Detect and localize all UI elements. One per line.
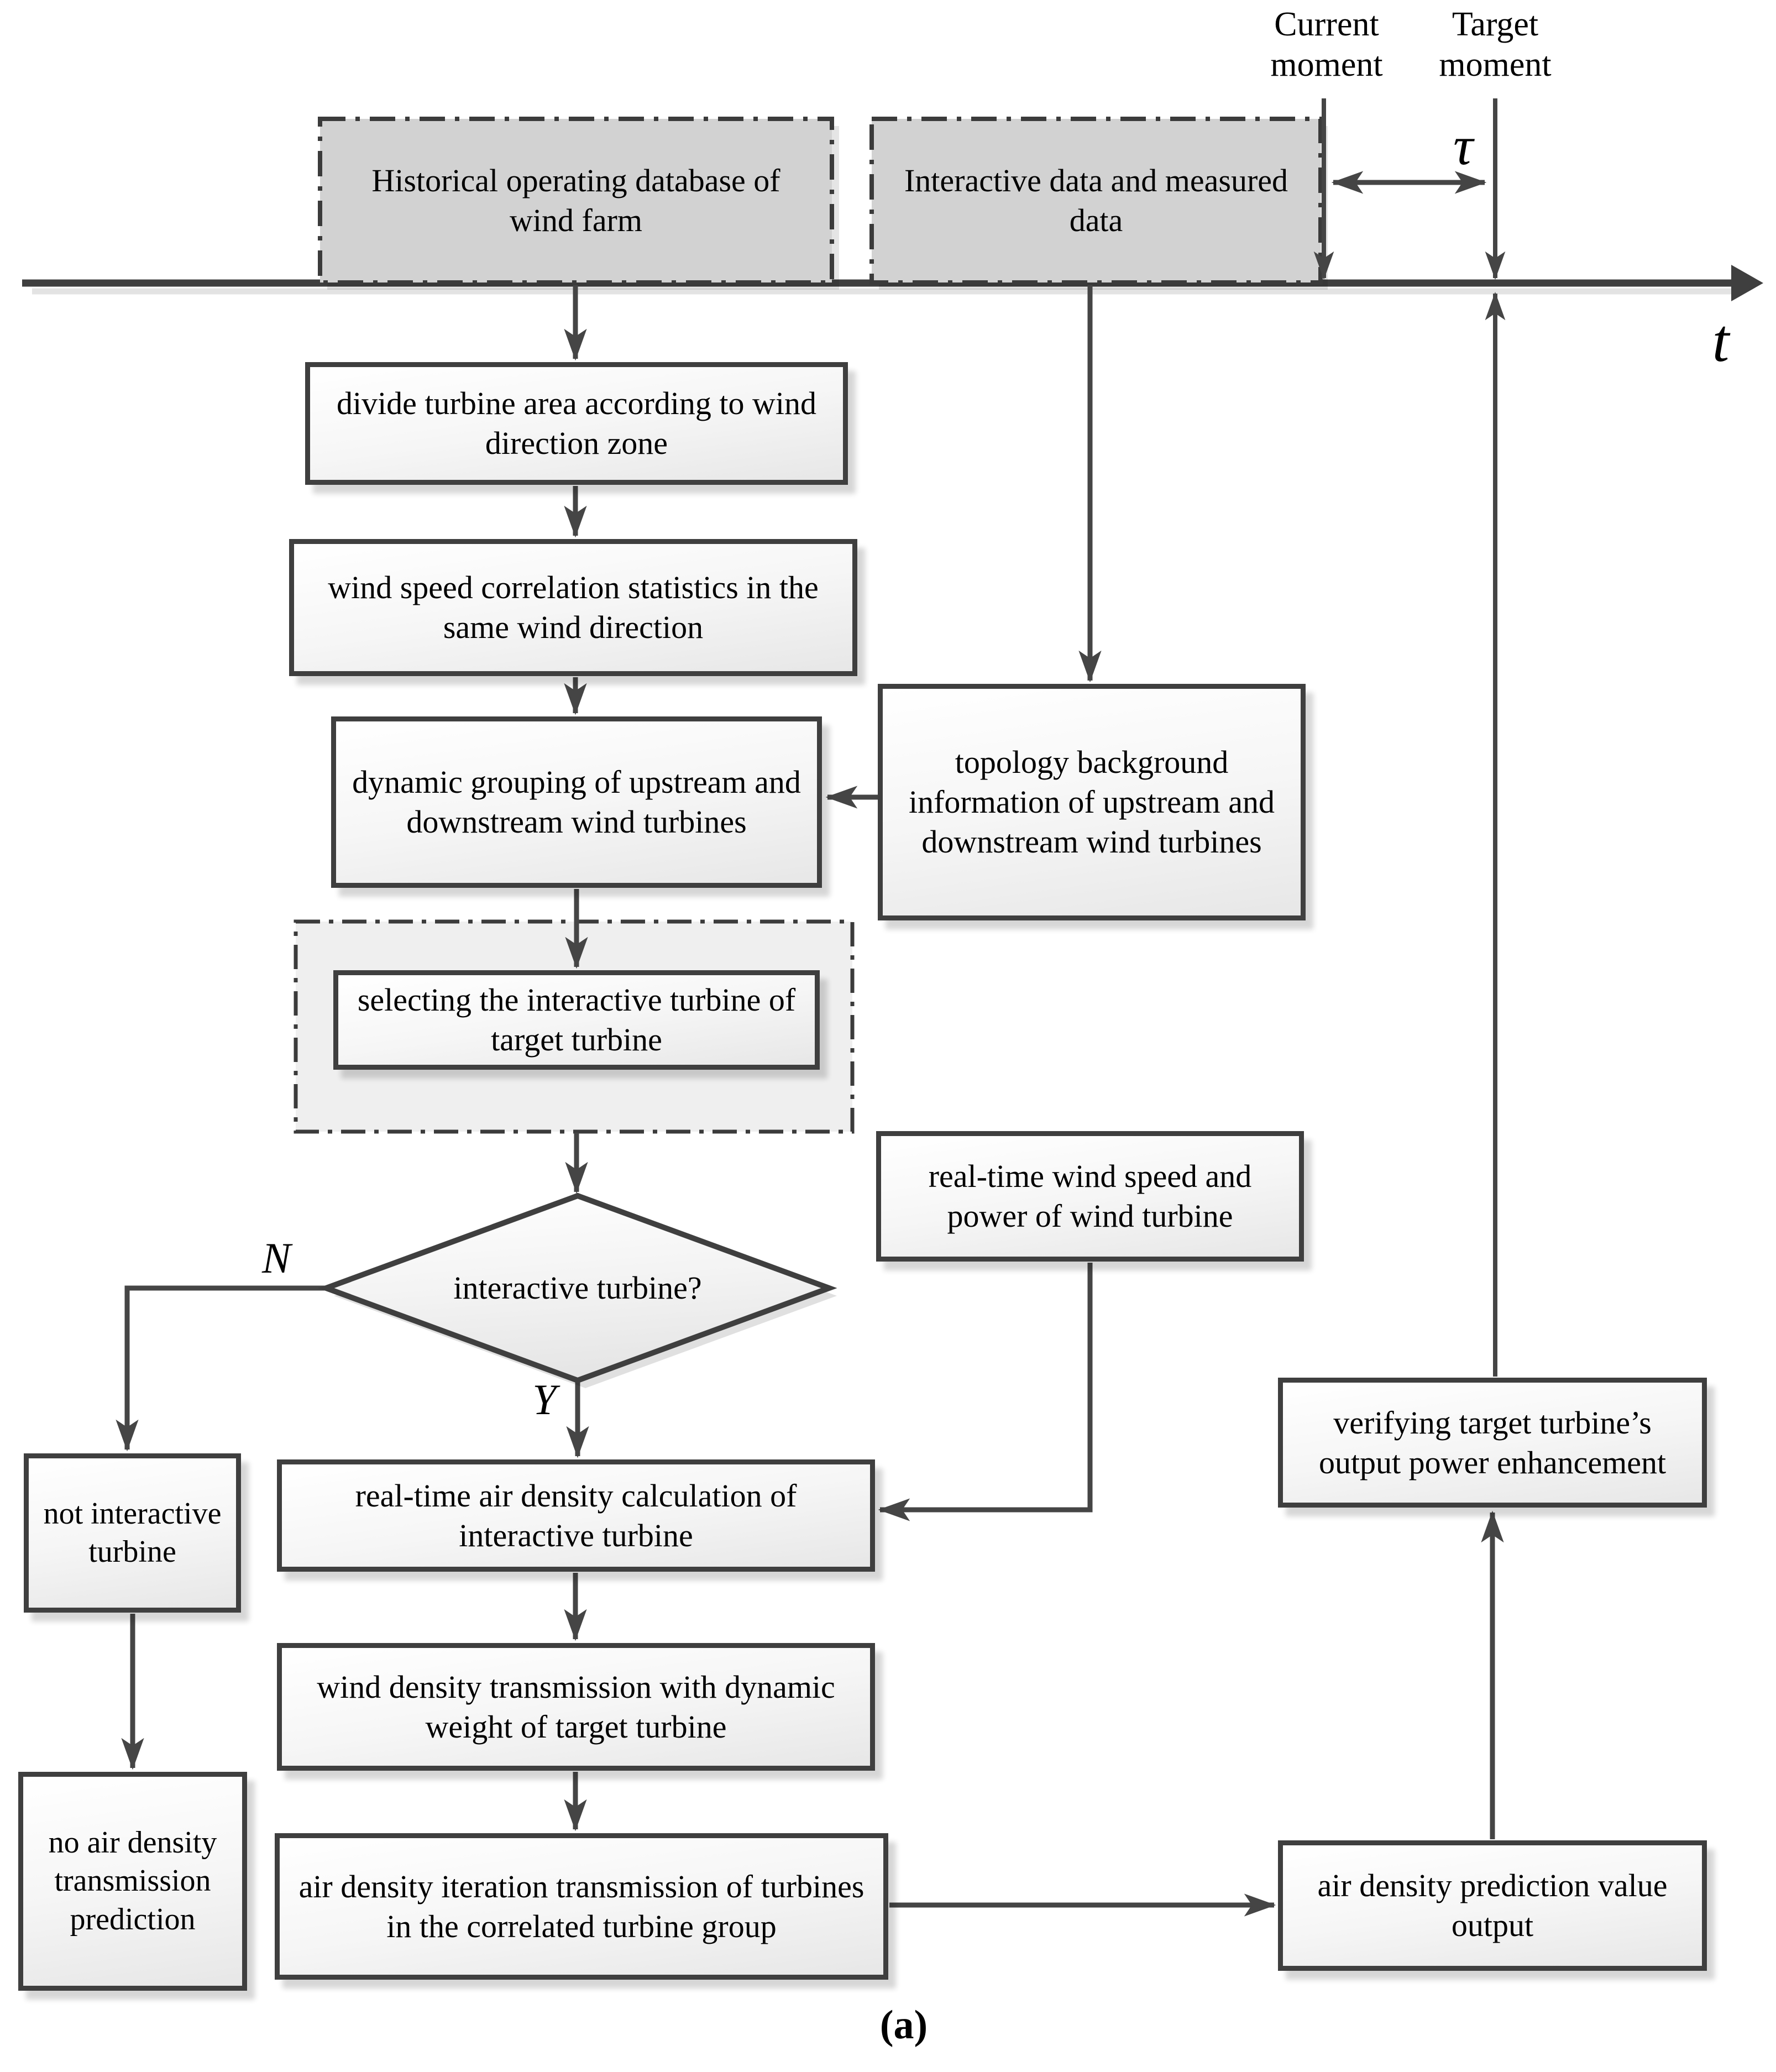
- node-wind-speed-correlation-label: wind speed correlation statistics in the…: [328, 569, 819, 645]
- node-air-density-prediction-label: air density prediction value output: [1317, 1867, 1668, 1943]
- node-air-density-iteration: air density iteration transmission of tu…: [275, 1833, 888, 1980]
- decision-interactive-turbine: interactive turbine?: [354, 1233, 801, 1343]
- decision-interactive-turbine-label: interactive turbine?: [453, 1270, 702, 1306]
- arrow-windspeed-to-airdensity: [878, 1263, 1093, 1521]
- node-verifying-output: verifying target turbine’s output power …: [1278, 1378, 1707, 1508]
- decision-diamond: [318, 1192, 837, 1384]
- label-time-axis: t: [1712, 307, 1730, 374]
- node-not-interactive: not interactive turbine: [24, 1453, 241, 1613]
- node-air-density-prediction: air density prediction value output: [1278, 1840, 1707, 1971]
- node-no-air-density-label: no air density transmission prediction: [48, 1825, 217, 1937]
- node-not-interactive-label: not interactive turbine: [43, 1496, 222, 1569]
- node-historical-db-label: Historical operating database of wind fa…: [371, 163, 780, 238]
- node-realtime-air-density-label: real-time air density calculation of int…: [355, 1477, 797, 1553]
- node-divide-area-label: divide turbine area according to wind di…: [336, 385, 817, 461]
- historical-db-rect: [318, 117, 834, 285]
- node-wind-density-transmission-label: wind density transmission with dynamic w…: [317, 1668, 835, 1745]
- node-realtime-wind-speed-label: real-time wind speed and power of wind t…: [928, 1158, 1252, 1234]
- label-tau: τ: [1453, 115, 1473, 176]
- node-divide-area: divide turbine area according to wind di…: [305, 362, 848, 485]
- node-topology-info-label: topology background information of upstr…: [909, 744, 1275, 860]
- node-dynamic-grouping-label: dynamic grouping of upstream and downstr…: [352, 764, 801, 840]
- node-air-density-iteration-label: air density iteration transmission of tu…: [298, 1868, 865, 1944]
- interactive-data-rect: [869, 117, 1323, 285]
- label-branch-yes: Y: [532, 1375, 557, 1424]
- node-dynamic-grouping: dynamic grouping of upstream and downstr…: [331, 716, 822, 888]
- label-target-moment: Target moment: [1439, 6, 1552, 84]
- node-historical-db: Historical operating database of wind fa…: [320, 119, 832, 282]
- arrow-decision-no: [116, 1285, 327, 1452]
- node-topology-info: topology background information of upstr…: [878, 684, 1306, 920]
- node-verifying-output-label: verifying target turbine’s output power …: [1318, 1404, 1667, 1480]
- node-interactive-data-label: Interactive data and measured data: [904, 163, 1288, 238]
- node-no-air-density: no air density transmission prediction: [18, 1772, 247, 1991]
- node-selecting-interactive: selecting the interactive turbine of tar…: [333, 970, 820, 1070]
- node-interactive-data: Interactive data and measured data: [872, 119, 1321, 282]
- figure-caption: (a): [879, 2002, 928, 2048]
- node-realtime-wind-speed: real-time wind speed and power of wind t…: [876, 1131, 1304, 1262]
- label-current-moment: Current moment: [1270, 6, 1383, 84]
- node-realtime-air-density: real-time air density calculation of int…: [277, 1459, 875, 1572]
- node-wind-density-transmission: wind density transmission with dynamic w…: [277, 1643, 875, 1771]
- label-branch-no: N: [261, 1234, 291, 1282]
- node-wind-speed-correlation: wind speed correlation statistics in the…: [289, 539, 857, 676]
- node-selecting-interactive-label: selecting the interactive turbine of tar…: [357, 982, 796, 1058]
- timeline-arrowhead-icon: [1731, 265, 1763, 301]
